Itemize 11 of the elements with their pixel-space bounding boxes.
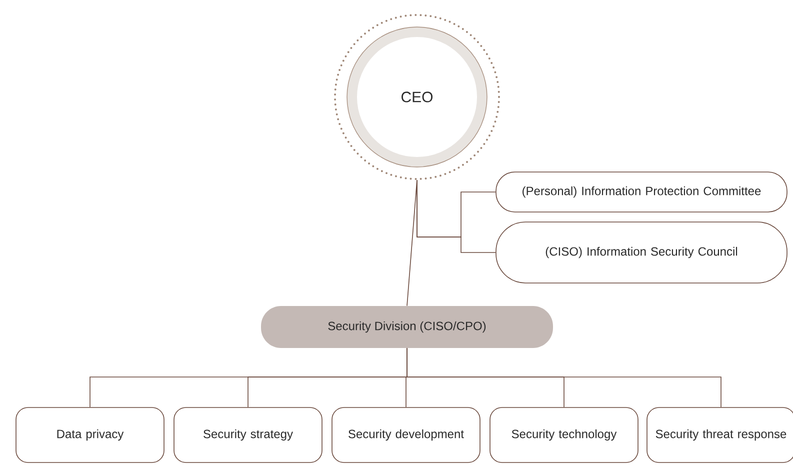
team-box: Security development [332, 407, 480, 463]
committee-box: (Personal) Information Protection Committee [496, 172, 788, 212]
connector-line [406, 348, 722, 408]
connector-line [406, 180, 418, 306]
team-box: Security technology [490, 407, 638, 463]
team-box: Security threat response [646, 407, 793, 463]
council-box: (CISO) Information Security Council [496, 222, 788, 284]
team-box: Data privacy [16, 407, 164, 463]
connector-line [416, 180, 496, 253]
team-box: Security strategy [174, 407, 322, 463]
division-pill: Security Division (CISO/CPO) [261, 306, 553, 348]
